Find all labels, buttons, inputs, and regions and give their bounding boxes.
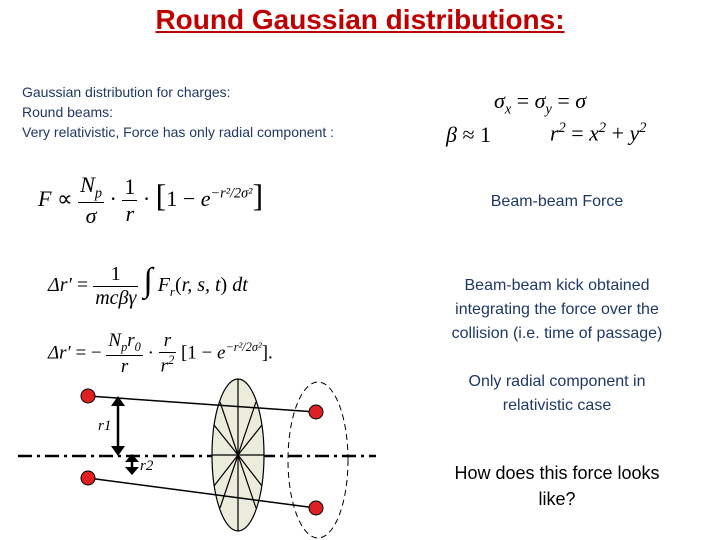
question-line-1: How does this force looks	[454, 463, 660, 483]
question-text: How does this force looks like?	[418, 460, 696, 512]
radial-explanation: Only radial component in relativistic ca…	[428, 370, 686, 418]
label-beam-beam-force: Beam-beam Force	[490, 193, 624, 210]
kick-line-3: collision (i.e. time of passage)	[451, 325, 663, 342]
particle-r2-outgoing	[308, 500, 324, 516]
kick-line-1: Beam-beam kick obtained	[464, 277, 650, 294]
particle-r1-outgoing	[308, 404, 324, 420]
trajectory-r2	[87, 477, 317, 509]
particle-r2-incoming	[80, 470, 96, 486]
r2-arrow	[125, 454, 139, 475]
label-r1: r1	[98, 418, 111, 434]
r1-arrow	[111, 396, 125, 456]
intro-text: Gaussian distribution for charges: Round…	[22, 82, 334, 142]
equation-r-squared: r2 = x2 + y2	[550, 120, 647, 146]
intro-line-relativistic: Very relativistic, Force has only radial…	[22, 124, 335, 140]
trajectory-r1	[87, 395, 317, 413]
intro-line-gaussian: Gaussian distribution for charges:	[22, 84, 231, 100]
kick-line-2: integrating the force over the	[455, 301, 659, 318]
particle-r1-incoming	[80, 388, 96, 404]
radial-line-2: relativistic case	[502, 397, 612, 414]
dashed-beam-ellipse	[287, 381, 349, 539]
radial-line-1: Only radial component in	[468, 373, 646, 390]
intro-line-round-beams: Round beams:	[22, 104, 114, 120]
beam-collision-diagram: r1 r2	[18, 378, 376, 539]
question-line-2: like?	[538, 489, 576, 509]
slide-title: Round Gaussian distributions:	[155, 4, 565, 35]
equation-sigma: σx = σy = σ	[494, 88, 587, 118]
kick-explanation: Beam-beam kick obtained integrating the …	[428, 274, 686, 346]
equation-beta: β ≈ 1	[446, 122, 492, 147]
label-r2: r2	[140, 458, 154, 474]
